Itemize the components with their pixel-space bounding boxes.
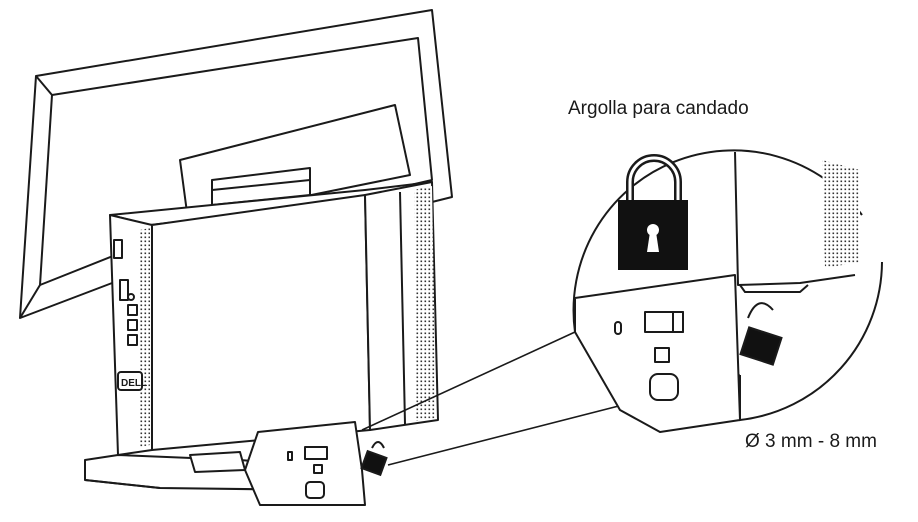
brand-logo: DELL — [121, 378, 147, 389]
padlock-icon — [618, 154, 688, 270]
zoomed-bracket — [574, 274, 741, 433]
small-padlock-icon — [360, 441, 388, 477]
computer-tower — [109, 181, 439, 456]
zoomed-padlock-icon — [739, 302, 783, 366]
zoomed-computer-rear — [734, 151, 860, 293]
keyhole-icon — [647, 224, 659, 252]
padlock-ring-label: Argolla para candado — [568, 98, 749, 119]
lock-bracket — [244, 421, 366, 506]
hole-diameter-label: Ø 3 mm - 8 mm — [745, 431, 877, 452]
